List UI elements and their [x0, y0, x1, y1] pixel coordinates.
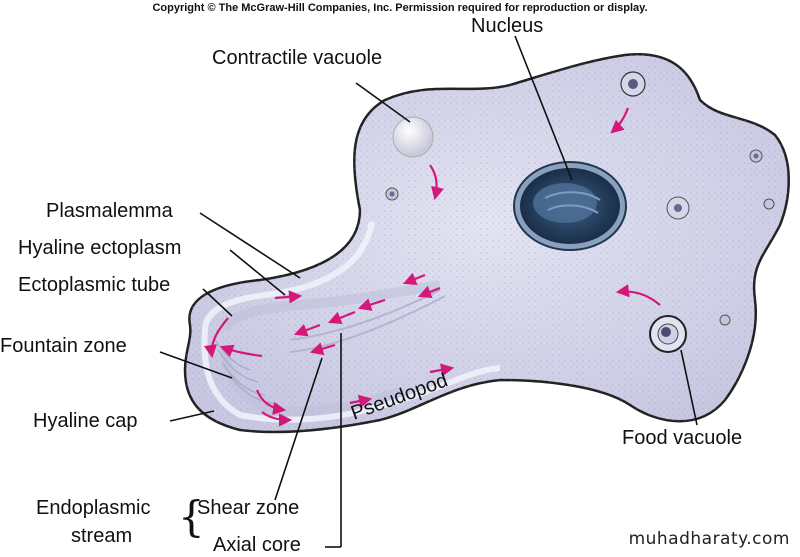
hyaline-ectoplasm-layer: [201, 221, 501, 423]
label-food-vacuole: Food vacuole: [622, 427, 743, 449]
label-axial-core: Axial core: [213, 534, 301, 556]
label-ectoplasmic-tube: Ectoplasmic tube: [18, 274, 171, 296]
label-shear-zone: Shear zone: [197, 497, 300, 519]
label-hyaline-ectoplasm: Hyaline ectoplasm: [18, 237, 182, 259]
label-fountain-zone: Fountain zone: [0, 335, 127, 357]
nucleus: [513, 161, 627, 251]
granules: [385, 71, 775, 326]
label-hyaline-cap: Hyaline cap: [33, 410, 138, 432]
shear-zone-streaks: [289, 289, 446, 353]
label-plasmalemma: Plasmalemma: [46, 200, 173, 222]
contractile-vacuole: [392, 116, 434, 158]
brace-endoplasmic-stream: {: [178, 492, 205, 541]
copyright-notice: Copyright © The McGraw-Hill Companies, I…: [152, 2, 648, 14]
label-stream: stream: [71, 525, 133, 547]
label-endoplasmic: Endoplasmic: [36, 497, 151, 519]
label-contractile-vacuole: Contractile vacuole: [212, 47, 383, 69]
food-vacuole: [649, 315, 687, 353]
leader-lines: [159, 35, 698, 548]
watermark: muhadharaty.com: [628, 529, 790, 549]
cytoplasm-flow-arrows: [203, 107, 661, 427]
label-nucleus: Nucleus: [471, 15, 544, 37]
